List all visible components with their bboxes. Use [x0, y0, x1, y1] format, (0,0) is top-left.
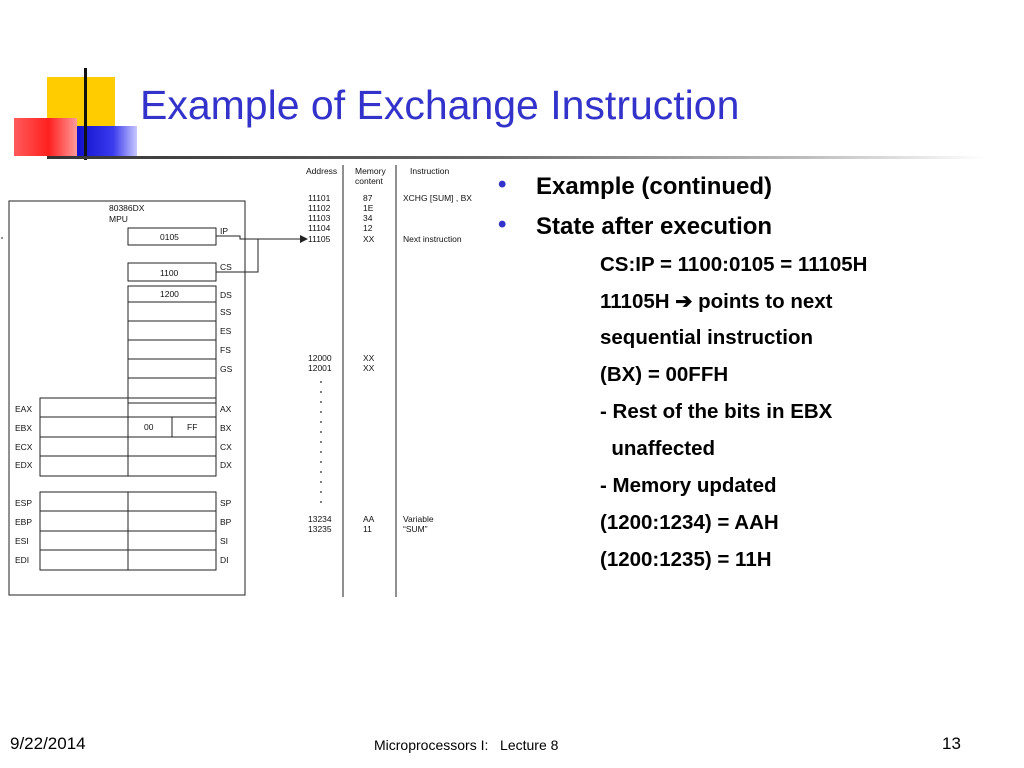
register-name-ax: AX [220, 404, 232, 414]
col-header-instruction: Instruction [410, 166, 450, 176]
memory-note: XCHG [SUM] , BX [403, 193, 472, 203]
footer-course: Microprocessors I: Lecture 8 [374, 737, 559, 753]
diagram-lines [1, 165, 397, 597]
memory-note: Variable [403, 514, 434, 524]
register-name-dx: DX [220, 460, 232, 470]
memory-content: 1E [363, 203, 374, 213]
memory-note: Next instruction [403, 234, 462, 244]
sub-line: unaffected [600, 437, 716, 460]
register-name-bx: BX [220, 423, 232, 433]
register-value-bl: FF [187, 422, 198, 432]
memory-content: XX [363, 353, 375, 363]
register-value-ds: 1200 [160, 289, 179, 299]
slide-title: Example of Exchange Instruction [140, 82, 740, 128]
memory-content: 87 [363, 193, 373, 203]
memory-content: 34 [363, 213, 373, 223]
memory-content: XX [363, 363, 375, 373]
register-name-ebp: EBP [15, 517, 33, 527]
register-value-ip: 0105 [160, 232, 179, 242]
decoration-vertical-line [84, 68, 87, 160]
register-value-cs: 1100 [160, 268, 179, 278]
register-name-bp: BP [220, 517, 232, 527]
memory-address: 12000 [308, 353, 332, 363]
register-name-ss: SS [220, 307, 232, 317]
memory-address: 11104 [308, 223, 331, 233]
memory-content: 11 [363, 524, 372, 534]
mpu-label-sub: MPU [109, 214, 128, 224]
memory-content: XX [363, 234, 375, 244]
register-value-bh: 00 [144, 422, 154, 432]
sub-line: sequential instruction [600, 326, 813, 349]
mpu-label: 80386DX [109, 203, 145, 213]
memory-address: 11101 [308, 193, 331, 203]
memory-content: 12 [363, 223, 373, 233]
memory-address: 13235 [308, 524, 332, 534]
col-header-content: content [355, 176, 383, 186]
decoration-blue-block [77, 126, 137, 158]
register-name-di: DI [220, 555, 229, 565]
memory-address: 11103 [308, 213, 331, 223]
sub-line: 11105H ➔ points to next [600, 290, 833, 313]
memory-note: “SUM” [403, 524, 428, 534]
register-name-cs: CS [220, 262, 232, 272]
sub-line: CS:IP = 1100:0105 = 11105H [600, 253, 868, 276]
bullet-dot-icon: • [498, 171, 507, 198]
sub-line: - Memory updated [600, 474, 777, 497]
memory-address: 13234 [308, 514, 332, 524]
register-name-ebx: EBX [15, 423, 33, 433]
register-name-edx: EDX [15, 460, 33, 470]
col-header-address: Address [306, 166, 338, 176]
memory-address: 11105 [308, 234, 331, 244]
sub-line: - Rest of the bits in EBX [600, 400, 833, 423]
register-name-eax: EAX [15, 404, 33, 414]
register-name-esp: ESP [15, 498, 33, 508]
register-name-esi: ESI [15, 536, 29, 546]
decoration-red-block [14, 118, 77, 156]
sub-line: (1200:1235) = 11H [600, 548, 772, 571]
register-name-sp: SP [220, 498, 232, 508]
register-name-ip: IP [220, 226, 229, 236]
bullet-dot-icon: • [498, 211, 507, 238]
sub-line: (BX) = 00FFH [600, 363, 729, 386]
register-name-fs: FS [220, 345, 231, 355]
footer-date: 9/22/2014 [10, 734, 86, 753]
bullet-text: State after execution [536, 213, 773, 240]
register-name-ds: DS [220, 290, 232, 300]
bullet-text: Example (continued) [536, 173, 773, 200]
footer-page-number: 13 [942, 734, 961, 753]
register-name-gs: GS [220, 364, 233, 374]
register-name-es: ES [220, 326, 232, 336]
memory-address: 12001 [308, 363, 332, 373]
col-header-memory: Memory [355, 166, 386, 176]
register-name-ecx: ECX [15, 442, 33, 452]
memory-content: AA [363, 514, 375, 524]
memory-address: 11102 [308, 203, 331, 213]
sub-line: (1200:1234) = AAH [600, 511, 779, 534]
register-name-si: SI [220, 536, 229, 546]
register-name-edi: EDI [15, 555, 30, 565]
title-underline [47, 156, 987, 159]
register-memory-diagram: 80386DX MPU Address Memory content Instr… [0, 163, 490, 603]
register-name-cx: CX [220, 442, 232, 452]
